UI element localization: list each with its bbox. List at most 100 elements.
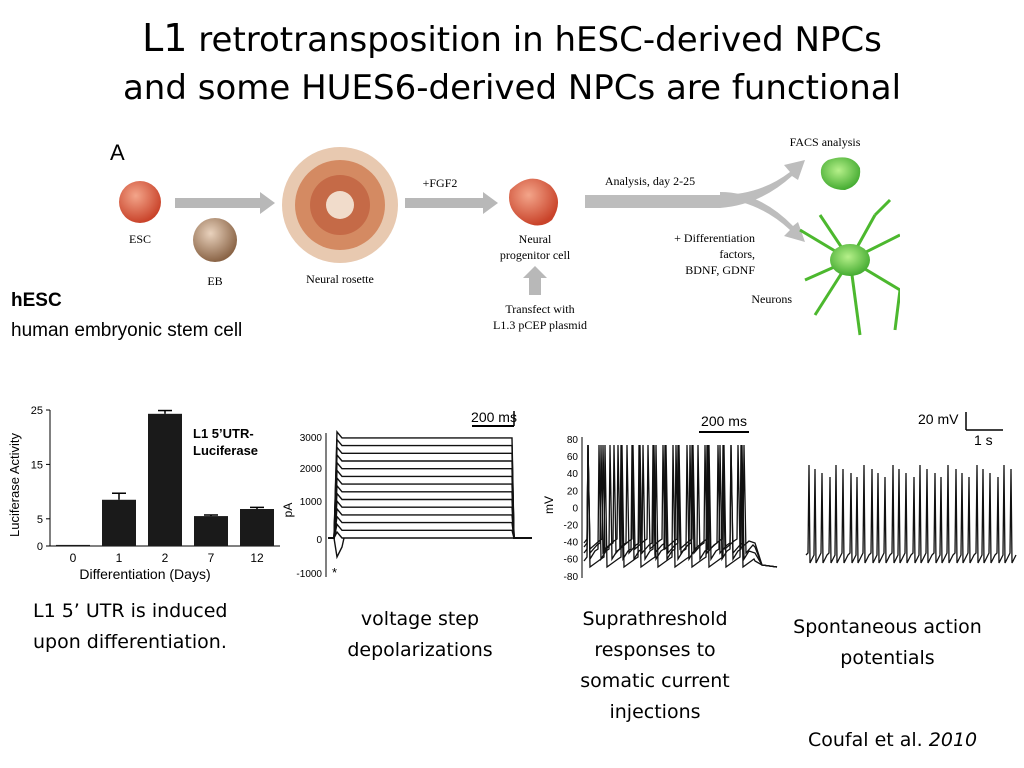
vstep-trace	[328, 491, 532, 539]
vstep-trace	[328, 530, 532, 539]
supra-caption-line3: somatic current	[580, 670, 730, 692]
supra-ytick-label: -20	[564, 521, 579, 532]
supra-ytick-label: -40	[564, 538, 579, 549]
citation-year: 2010	[928, 729, 978, 751]
neural-rosette-icon	[282, 147, 398, 263]
supra-caption-line2: responses to	[594, 639, 716, 661]
npc-cell-icon	[509, 178, 559, 226]
vstep-trace	[328, 460, 532, 539]
supra-ytick-label: -60	[564, 555, 579, 566]
panel-label-a: A	[110, 140, 125, 165]
spont-scale-t: 1 s	[974, 432, 993, 448]
fgf2-label: +FGF2	[423, 176, 458, 190]
luc-bar	[240, 509, 274, 546]
vstep-trace	[328, 453, 532, 539]
title-l1: L1	[142, 16, 188, 60]
eb-icon	[193, 218, 237, 262]
supra-caption-line4: injections	[609, 701, 701, 723]
supra-ytick-label: 40	[567, 469, 579, 480]
supra-caption: Suprathreshold responses to somatic curr…	[550, 604, 760, 728]
facs-cell-icon	[820, 157, 861, 190]
supra-voltage-traces	[583, 444, 778, 569]
facs-label: FACS analysis	[790, 135, 861, 149]
vstep-trace	[328, 476, 532, 539]
supra-ytick-label: 0	[572, 503, 578, 514]
vstep-caption: voltage step depolarizations	[320, 604, 520, 666]
luc-ytick-label: 5	[37, 514, 43, 526]
spontaneous-traces: 20 mV 1 s	[805, 411, 1017, 564]
diff-line1: + Differentiation	[674, 231, 755, 245]
vstep-trace	[328, 514, 532, 539]
title-line2: and some HUES6-derived NPCs are function…	[122, 68, 902, 108]
supra-trace	[583, 444, 778, 569]
spont-voltage-trace	[805, 464, 1017, 564]
luc-bar	[148, 413, 182, 546]
differentiation-schematic: A ESC EB Neural rosette +FGF2 Neural pro…	[110, 135, 900, 336]
spont-caption-line2: potentials	[840, 647, 935, 669]
vstep-spike	[333, 537, 345, 560]
eb-label: EB	[207, 274, 222, 288]
vstep-caption-line1: voltage step	[360, 608, 480, 630]
luc-xtick-label: 7	[208, 551, 215, 565]
diff-line3: BDNF, GDNF	[685, 263, 755, 277]
spont-caption-line1: Spontaneous action	[793, 616, 982, 638]
transfect-line1: Transfect with	[505, 302, 574, 316]
npc-label-line2: progenitor cell	[500, 248, 571, 262]
voltage-step-traces: 200 ms 3000 2000 1000 0 -1000 pA *	[282, 409, 532, 580]
arrow-transfect	[523, 266, 547, 295]
arrow-to-neurons	[720, 192, 805, 242]
vstep-trace	[328, 499, 532, 539]
vstep-trace	[328, 507, 532, 539]
supra-trace	[583, 444, 778, 568]
vstep-ytick-1: 3000	[300, 433, 323, 444]
luc-legend-line1: L1 5’UTR-	[193, 426, 254, 441]
vstep-ytick-4: 0	[316, 535, 322, 546]
hesc-abbr: hESC	[11, 290, 62, 311]
luc-bar	[56, 544, 90, 546]
luc-bar	[194, 516, 228, 546]
luc-xtick-label: 12	[250, 551, 264, 565]
supra-ytick-label: -80	[564, 572, 579, 583]
luc-ytick-label: 0	[37, 541, 43, 553]
supra-ylabel: mV	[542, 496, 556, 514]
vstep-star: *	[332, 565, 337, 580]
vstep-ytick-5: -1000	[296, 569, 322, 580]
transfect-line2: L1.3 pCEP plasmid	[493, 318, 587, 332]
title-rest: retrotransposition in hESC-derived NPCs	[198, 20, 882, 60]
rosette-label: Neural rosette	[306, 272, 374, 286]
neurons-label: Neurons	[751, 292, 792, 306]
hesc-full: human embryonic stem cell	[11, 320, 243, 341]
supra-scale-label: 200 ms	[701, 413, 747, 429]
luc-xlabel: Differentiation (Days)	[79, 566, 210, 582]
supra-ytick-label: 20	[567, 486, 579, 497]
vstep-ytick-2: 2000	[300, 464, 323, 475]
citation: Coufal et al. 2010	[808, 729, 977, 751]
supra-ytick-label: 60	[567, 452, 579, 463]
luc-ylabel: Luciferase Activity	[7, 432, 22, 537]
spont-scale-v: 20 mV	[918, 411, 959, 427]
vstep-current-traces	[328, 430, 532, 560]
arrow-to-facs	[585, 160, 805, 208]
luc-legend-line2: Luciferase	[193, 443, 258, 458]
vstep-trace	[328, 468, 532, 539]
arrow-esc-to-rosette	[175, 192, 275, 214]
luc-xtick-label: 0	[70, 551, 77, 565]
luciferase-caption: L1 5’ UTR is induced upon differentiatio…	[33, 600, 228, 653]
vstep-ytick-3: 1000	[300, 497, 323, 508]
neuron-body-icon	[830, 244, 870, 276]
spont-caption: Spontaneous action potentials	[775, 612, 1000, 674]
luc-ytick-label: 15	[31, 459, 43, 471]
luc-xtick-label: 1	[116, 551, 123, 565]
vstep-scale-label: 200 ms	[471, 409, 517, 425]
slide-title: L1 retrotransposition in hESC-derived NP…	[0, 14, 1024, 112]
esc-cell-icon	[119, 181, 161, 223]
analysis-label: Analysis, day 2-25	[605, 174, 695, 188]
citation-authors: Coufal et al.	[808, 729, 923, 751]
npc-label-line1: Neural	[519, 232, 552, 246]
luc-ytick-label: 25	[31, 405, 43, 417]
esc-label: ESC	[129, 232, 151, 246]
luc-bar	[102, 499, 136, 546]
